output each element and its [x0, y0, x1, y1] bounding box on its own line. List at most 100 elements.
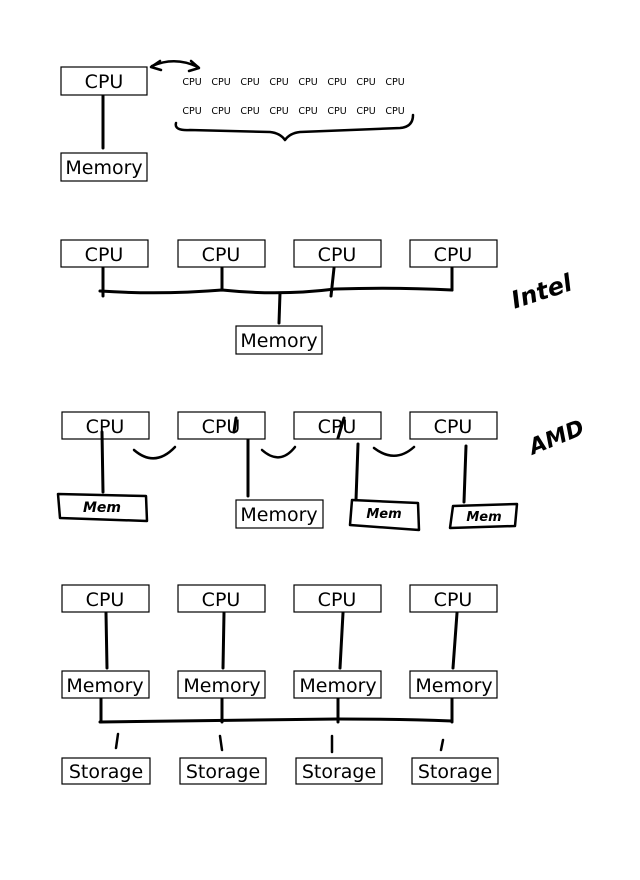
storage-box	[179, 757, 267, 785]
storage-link	[439, 738, 445, 752]
grouping-brace	[174, 113, 415, 142]
storage-label: Storage	[302, 761, 376, 783]
local-memory-3: Mem	[348, 498, 421, 532]
cpu-box	[409, 239, 498, 268]
section-single-cpu: CPU Memory CPU CPU CPU CPU CPU CPU CPU C…	[60, 59, 415, 182]
cpu-label: CPU	[318, 244, 357, 266]
mem-box	[56, 492, 149, 523]
local-memory-1: Mem	[56, 492, 149, 523]
mem-box	[448, 502, 519, 530]
cpu-memory-link	[104, 611, 109, 670]
cpu-label: CPU	[434, 416, 473, 438]
interconnect-arc	[132, 445, 177, 460]
cpu-memory-link	[100, 430, 105, 494]
shared-bus	[98, 286, 454, 295]
local-memory-4: Mem	[448, 502, 519, 530]
interconnect-arc	[372, 445, 416, 457]
cpu-label: CPU	[202, 589, 241, 611]
cpu-label: CPU	[85, 71, 124, 93]
memory-label: Memory	[65, 157, 142, 179]
small-cpu-label: CPU	[211, 106, 230, 117]
cpu-box	[409, 411, 498, 440]
small-cpu-grid: CPU CPU CPU CPU CPU CPU CPU CPU CPU CPU …	[182, 77, 404, 117]
cpu-memory-link	[451, 611, 459, 670]
storage-box	[411, 757, 499, 785]
memory-box	[293, 670, 382, 699]
cpu-label: CPU	[86, 416, 125, 438]
cpu-memory-link	[336, 416, 346, 440]
small-cpu-label: CPU	[182, 77, 201, 88]
cpu-box	[177, 411, 266, 440]
memory-label: Memory	[240, 504, 317, 526]
cpu-label: CPU	[202, 244, 241, 266]
small-cpu-label: CPU	[269, 106, 288, 117]
cpu-box	[60, 66, 148, 96]
cpu-label: CPU	[318, 416, 357, 438]
network-bus	[98, 717, 454, 724]
cpu-label: CPU	[434, 589, 473, 611]
bus-memory-link	[277, 291, 282, 325]
mem-label: Mem	[83, 500, 121, 516]
storage-box	[61, 757, 151, 785]
cpu-bus-link	[329, 266, 336, 298]
storage-label: Storage	[186, 761, 260, 783]
memory-box	[235, 325, 323, 355]
memory-box	[61, 670, 150, 699]
cpu-memory-link	[221, 611, 226, 670]
small-cpu-label: CPU	[327, 77, 346, 88]
cpu-label: CPU	[318, 589, 357, 611]
memory-label: Memory	[240, 330, 317, 352]
vendor-note-intel: Intel	[508, 268, 576, 314]
small-cpu-label: CPU	[327, 106, 346, 117]
arrow-head-right	[187, 59, 201, 73]
cpu-box	[177, 239, 266, 268]
cpu-box	[60, 239, 149, 268]
arrow-head-left	[149, 59, 163, 72]
small-cpu-label: CPU	[298, 106, 317, 117]
memory-label: Memory	[183, 675, 260, 697]
small-cpu-label: CPU	[269, 77, 288, 88]
storage-box	[295, 757, 383, 785]
storage-link	[114, 732, 120, 750]
cpu-box	[61, 411, 150, 440]
section-distributed: CPU CPU CPU CPU Memory Memory Memory Mem…	[61, 584, 499, 785]
memory-box	[235, 499, 324, 529]
memory-label: Memory	[415, 675, 492, 697]
storage-link	[218, 734, 224, 752]
cpu-box	[293, 239, 382, 268]
cpu-label: CPU	[86, 589, 125, 611]
storage-label: Storage	[69, 761, 143, 783]
memory-label: Memory	[66, 675, 143, 697]
section-shared-memory: CPU CPU CPU CPU Memory Intel	[60, 239, 576, 355]
memory-box	[177, 670, 266, 699]
mem-label: Mem	[366, 507, 401, 522]
small-cpu-label: CPU	[240, 77, 259, 88]
mem-box	[348, 498, 421, 532]
cpu-box	[61, 584, 150, 613]
cpu-memory-link	[232, 416, 238, 434]
cpu-memory-link	[338, 611, 345, 670]
small-cpu-label: CPU	[356, 106, 375, 117]
memory-box	[60, 152, 148, 182]
mem-label: Mem	[466, 510, 501, 525]
cpu-label: CPU	[85, 244, 124, 266]
cpu-box	[409, 584, 498, 613]
vendor-note-amd: AMD	[524, 416, 588, 461]
small-cpu-label: CPU	[356, 77, 375, 88]
cpu-label: CPU	[202, 416, 241, 438]
cpu-memory-link	[462, 444, 468, 504]
small-cpu-label: CPU	[240, 106, 259, 117]
cpu-box	[293, 584, 382, 613]
cpu-memory-link	[354, 442, 360, 502]
small-cpu-label: CPU	[385, 106, 404, 117]
small-cpu-label: CPU	[298, 77, 317, 88]
small-cpu-label: CPU	[182, 106, 201, 117]
memory-box	[409, 670, 498, 699]
storage-label: Storage	[418, 761, 492, 783]
cpu-box	[177, 584, 266, 613]
cpu-label: CPU	[434, 244, 473, 266]
interconnect-arc	[260, 445, 297, 459]
section-numa: CPU CPU CPU CPU Mem Memory Mem Mem	[56, 411, 588, 532]
small-cpu-label: CPU	[385, 77, 404, 88]
